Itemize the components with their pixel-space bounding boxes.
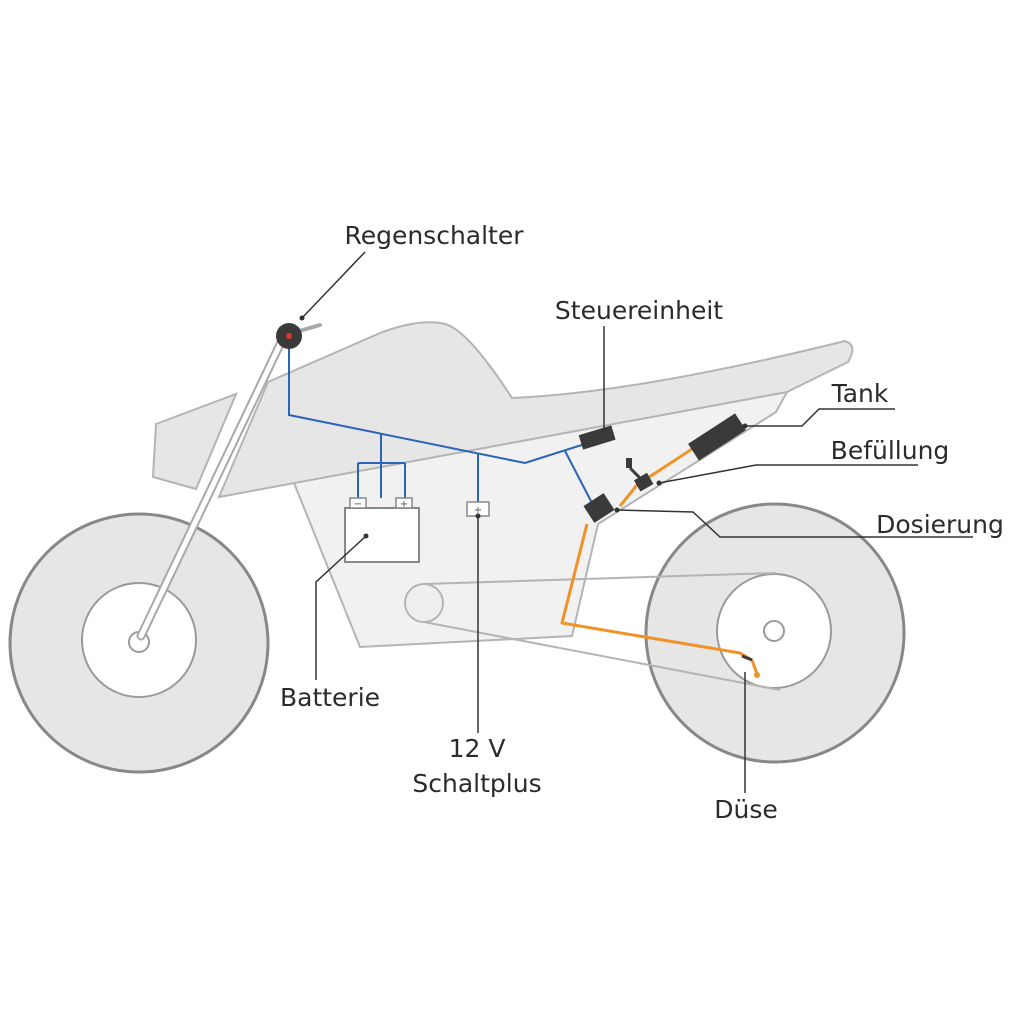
rain-switch-component	[276, 323, 302, 349]
rear-wheel	[644, 502, 906, 764]
front-sprocket	[404, 583, 444, 623]
label-schaltplus-line2: Schaltplus	[412, 769, 541, 798]
label-schaltplus-line1: 12 V	[449, 734, 506, 763]
label-duese: Düse	[714, 795, 778, 824]
filler-component	[626, 458, 654, 492]
battery-minus-terminal: −	[354, 499, 362, 510]
rear-hub	[763, 620, 785, 642]
oil-drop	[754, 672, 760, 678]
headlight-fairing	[151, 392, 238, 491]
drive-chain	[404, 572, 781, 691]
label-dosierung: Dosierung	[876, 510, 1004, 539]
label-regenschalter: Regenschalter	[344, 221, 524, 250]
battery-plus-terminal: +	[400, 499, 408, 510]
oil-tank-component	[688, 413, 746, 461]
label-batterie: Batterie	[280, 683, 380, 712]
nozzle-component	[741, 654, 753, 662]
dosing-pump-component	[583, 493, 615, 523]
battery: − +	[344, 497, 420, 563]
electric-wiring	[288, 340, 593, 504]
tank-seat-tail	[217, 321, 854, 499]
label-befuellung: Befüllung	[831, 436, 950, 465]
control-unit-component	[578, 425, 616, 450]
label-steuereinheit: Steuereinheit	[555, 296, 723, 325]
front-wheel	[8, 512, 270, 774]
leader-lines	[299, 251, 973, 793]
switched-plus-symbol: +	[474, 505, 482, 516]
label-tank: Tank	[831, 379, 889, 408]
